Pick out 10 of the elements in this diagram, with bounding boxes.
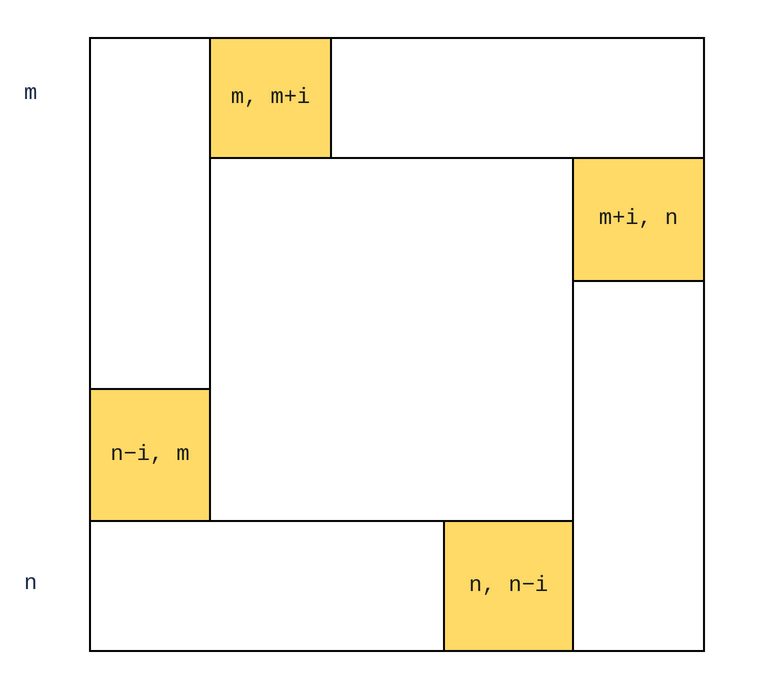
index-label: m+i, n (598, 206, 678, 233)
index-label: m, m+i (230, 84, 310, 112)
shaded-box (572, 157, 705, 282)
index-label: n−i, m (110, 442, 190, 468)
shaded-box (443, 520, 574, 652)
index-label: n, n−i (468, 572, 548, 600)
shaded-box (209, 37, 332, 159)
row-label: n (24, 571, 38, 598)
row-label: m (24, 81, 38, 108)
shaded-box (89, 388, 211, 522)
